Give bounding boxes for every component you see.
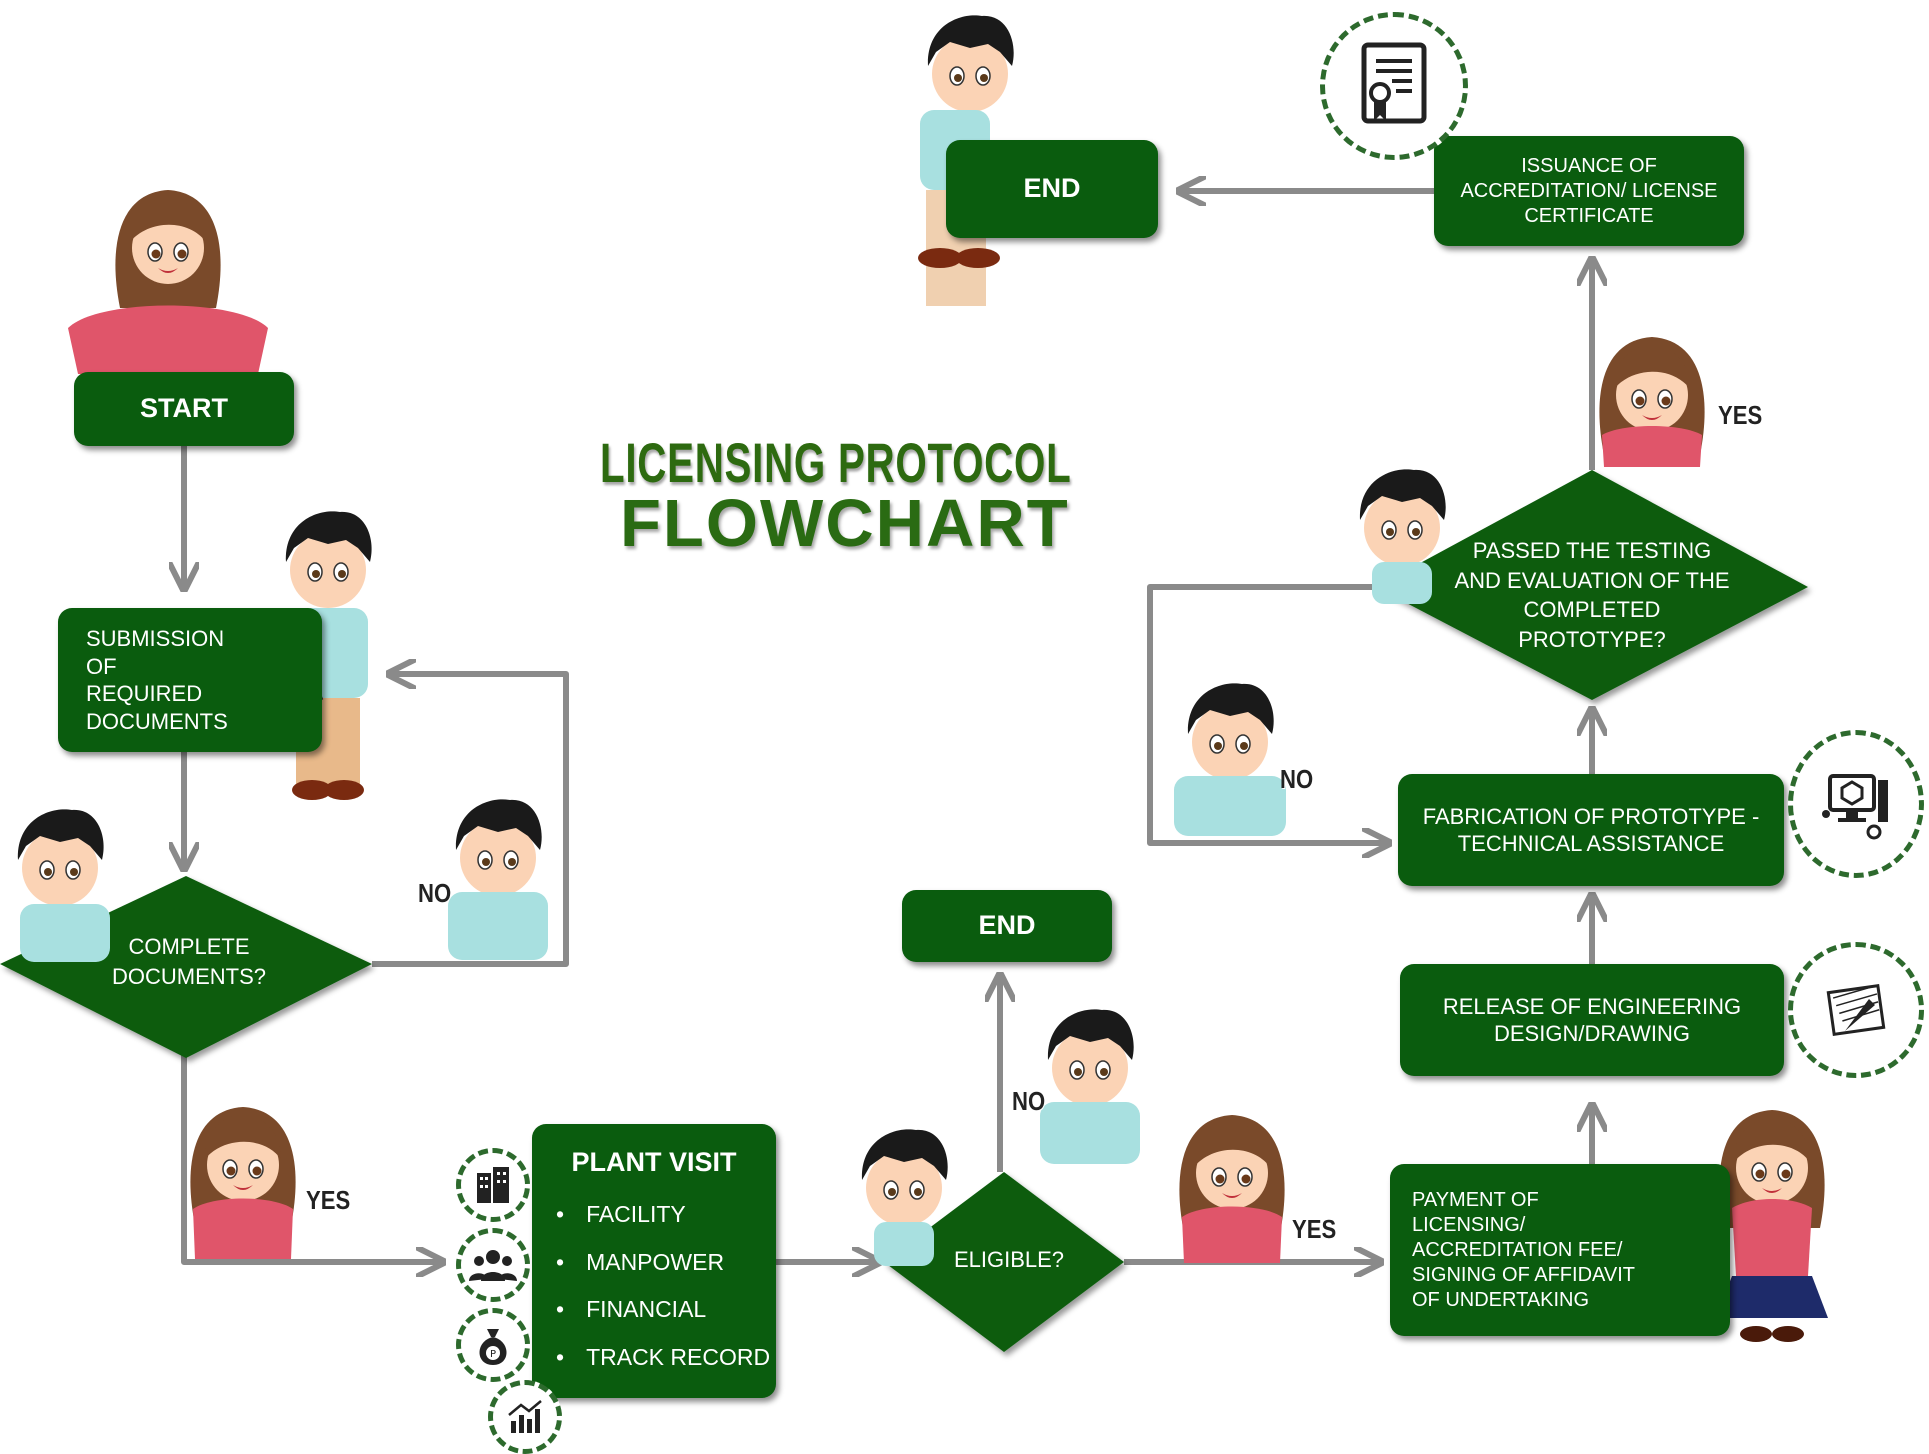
end-node-mid: END [902, 890, 1112, 962]
boy-character-thinking-passed [1359, 468, 1447, 604]
plant-visit-list: FACILITY MANPOWER FINANCIAL TRACK RECORD [556, 1200, 770, 1391]
label-no-passed: NO [1280, 764, 1314, 794]
payment-node: PAYMENT OF LICENSING/ ACCREDITATION FEE/… [1390, 1164, 1730, 1336]
boy-character-no-docs [448, 798, 548, 960]
building-icon [456, 1148, 530, 1222]
label-no-documents: NO [418, 878, 452, 908]
girl-character-payment [1716, 1109, 1828, 1342]
plant-visit-item: FINANCIAL [556, 1295, 770, 1324]
growth-chart-icon [488, 1380, 562, 1454]
arrow-no-loop-back [372, 674, 569, 967]
people-icon [456, 1228, 530, 1302]
label-yes-documents: YES [306, 1185, 351, 1215]
fabrication-node: FABRICATION OF PROTOTYPE -TECHNICAL ASSI… [1398, 774, 1784, 886]
drawing-icon [1788, 942, 1924, 1078]
plant-visit-item: MANPOWER [556, 1248, 770, 1277]
plant-visit-item: FACILITY [556, 1200, 770, 1229]
title-line2: FLOWCHART [620, 486, 1070, 561]
svg-text:P: P [490, 1349, 496, 1360]
money-bag-icon: P [456, 1308, 530, 1382]
arrow-yes-to-plant-visit [181, 1055, 440, 1262]
certificate-icon [1320, 12, 1468, 160]
boy-character-no-passed [1174, 682, 1286, 836]
boy-character-thinking-eligible [861, 1128, 949, 1266]
boy-character-no-eligible [1040, 1008, 1140, 1164]
girl-character-yes-eligible [1178, 1114, 1286, 1263]
connectors [184, 191, 1592, 1262]
girl-character-yes-docs [189, 1106, 297, 1259]
title-line1: LICENSING PROTOCOL [600, 431, 1072, 494]
label-yes-passed: YES [1718, 400, 1763, 430]
plant-visit-node: PLANT VISIT FACILITY MANPOWER FINANCIAL … [532, 1124, 776, 1398]
eligible-label: ELIGIBLE? [953, 1247, 1065, 1272]
start-node: START [74, 372, 294, 446]
decision-passed-testing [1376, 470, 1808, 700]
plant-visit-item: TRACK RECORD [556, 1343, 770, 1372]
plant-visit-title: PLANT VISIT [571, 1147, 737, 1177]
complete-documents-label: COMPLETE DOCUMENTS? [111, 934, 266, 989]
girl-character-yes-passed [1598, 336, 1706, 467]
decision-eligible [884, 1172, 1124, 1352]
label-no-eligible: NO [1012, 1086, 1046, 1116]
passed-testing-label: PASSED THE TESTING AND EVALUATION OF THE… [1454, 538, 1730, 653]
girl-character-start [68, 189, 268, 374]
label-yes-eligible: YES [1292, 1214, 1337, 1244]
arrow-passed-no-loop [1147, 584, 1386, 843]
end-node-top: END [946, 140, 1158, 238]
release-node: RELEASE OF ENGINEERING DESIGN/DRAWING [1400, 964, 1784, 1076]
issuance-node: ISSUANCE OF ACCREDITATION/ LICENSE CERTI… [1434, 136, 1744, 246]
computer-gear-icon [1788, 730, 1924, 878]
boy-character-thinking-left [17, 808, 110, 962]
submission-node: SUBMISSION OF REQUIRED DOCUMENTS [58, 608, 322, 752]
